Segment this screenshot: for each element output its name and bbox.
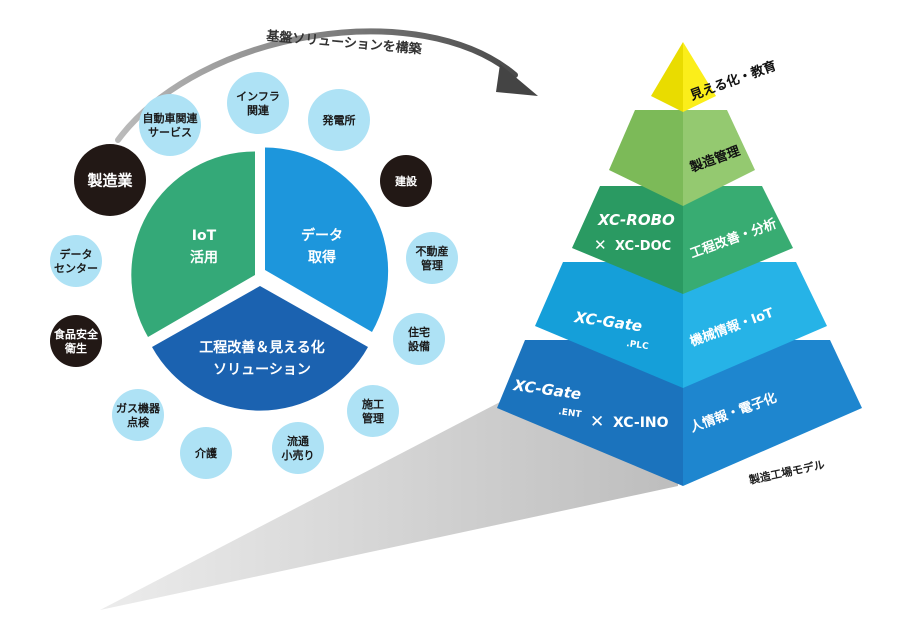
xc-gate-ent-suffix: .ENT [558, 407, 583, 420]
pie-improve-slice [152, 286, 368, 411]
pie-improve-line1: 工程改善＆見える化 [199, 339, 325, 356]
industry-circle-bg [74, 144, 146, 216]
xc-doc-logo: ✕ XC-DOC [594, 236, 671, 254]
tier4-side [683, 262, 827, 388]
industry-circle-bg [50, 315, 102, 367]
xc-ino-logo: ✕ XC-INO [590, 412, 669, 432]
industry-circle-bg [50, 235, 102, 287]
industry-label: 施工 [362, 397, 384, 411]
tier1-side [683, 42, 716, 112]
pie-data-line1: データ [301, 227, 343, 244]
xc-doc-text: XC-DOC [615, 239, 671, 254]
pie-iot-line1: IoT [192, 228, 217, 244]
industry-label: 流通 [287, 434, 309, 448]
tier3-side [683, 186, 793, 294]
industry-circle-bg [406, 232, 458, 284]
industry-label: 設備 [408, 339, 430, 353]
industry-circle-bg [347, 385, 399, 437]
xc-ino-mark-icon: ✕ [590, 412, 604, 432]
industry-circle-2: 発電所 [308, 89, 370, 151]
pie-iot-slice [131, 151, 255, 337]
solution-pie: IoT 活用 データ 取得 工程改善＆見える化 ソリューション [131, 147, 389, 411]
industry-circle-bg [180, 427, 232, 479]
industry-label: 衛生 [64, 341, 87, 355]
xc-gate-plc-suffix: .PLC [626, 339, 650, 352]
pie-iot-line2: 活用 [190, 249, 218, 266]
industry-circle-3: 建設 [380, 155, 432, 207]
xc-doc-mark-icon: ✕ [594, 236, 607, 254]
industry-label: 住宅 [408, 325, 430, 339]
tier3-front [572, 186, 683, 294]
industry-label: 介護 [194, 446, 218, 460]
industry-label: データ [60, 247, 93, 261]
tier5-front [497, 340, 683, 486]
industry-label: センター [54, 262, 98, 275]
xc-robo-logo: XC-ROBO [597, 211, 675, 229]
factory-pyramid: 見える化・教育 製造管理 工程改善・分析 機械情報・IoT 人情報・電子化 XC… [497, 42, 862, 487]
industry-label: 発電所 [322, 113, 356, 127]
industry-label: 管理 [362, 411, 384, 425]
industry-circle-bg [380, 155, 432, 207]
tier4-front [535, 262, 683, 388]
industry-circle-bg [308, 89, 370, 151]
industry-circle-12: 製造業 [74, 144, 146, 216]
projection-beam [100, 402, 678, 610]
industry-label: サービス [148, 125, 192, 139]
industry-label: 小売り [281, 448, 315, 462]
industry-circles: 自動車関連サービスインフラ関連発電所建設不動産管理住宅設備施工管理流通小売り介護… [50, 72, 458, 479]
tier2-front [609, 110, 683, 206]
tier5-side [683, 340, 862, 486]
industry-circle-bg [393, 313, 445, 365]
pie-data-line2: 取得 [308, 249, 336, 266]
industry-label: 建設 [395, 174, 418, 188]
industry-circle-bg [272, 422, 324, 474]
industry-circle-bg [227, 72, 289, 134]
industry-label: インフラ [236, 90, 280, 103]
pie-improve-line2: ソリューション [213, 362, 311, 378]
industry-label: 製造業 [86, 171, 133, 189]
tier1-front [651, 42, 683, 112]
xc-ino-text: XC-INO [613, 415, 669, 431]
industry-label: 自動車関連 [143, 111, 199, 125]
industry-circle-8: 介護 [180, 427, 232, 479]
pyramid-caption: 製造工場モデル [747, 457, 826, 487]
tier2-side [683, 110, 755, 206]
industry-circle-bg [139, 94, 201, 156]
industry-label: 不動産 [416, 244, 449, 258]
industry-label: ガス機器 [116, 401, 161, 415]
pie-data-slice [265, 147, 389, 332]
industry-label: 管理 [421, 258, 443, 272]
industry-circle-bg [112, 389, 164, 441]
industry-label: 点検 [127, 415, 150, 429]
industry-label: 食品安全 [54, 327, 99, 341]
industry-label: 関連 [247, 103, 270, 117]
